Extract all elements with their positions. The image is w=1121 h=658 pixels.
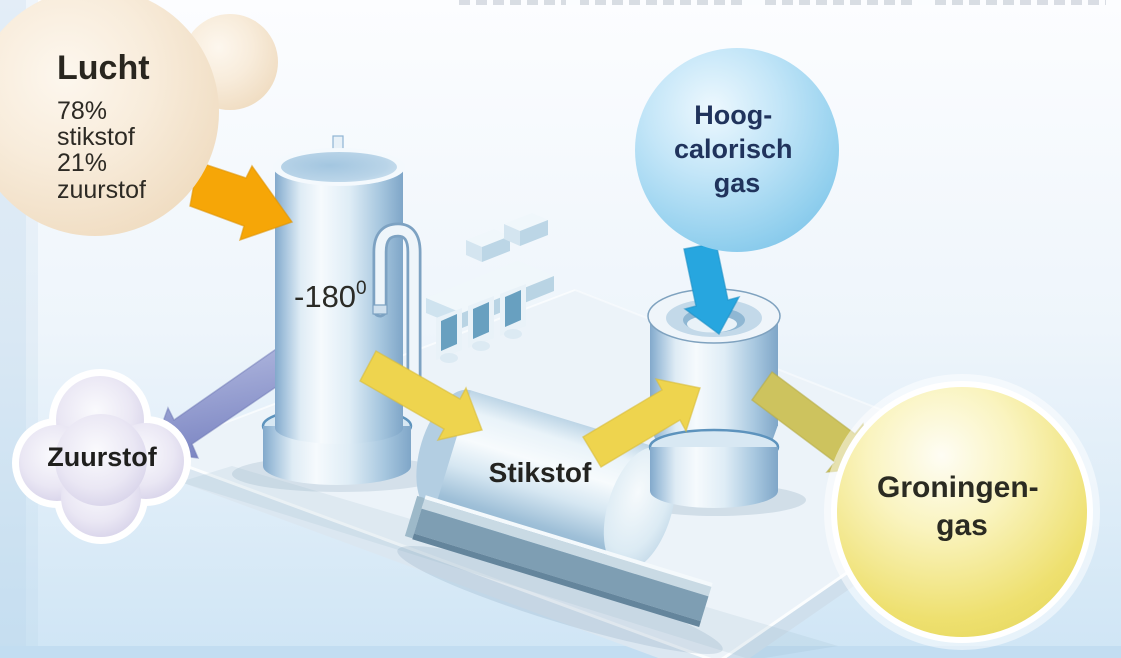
temperature-label: -1800 — [294, 278, 367, 314]
compressor-unit — [426, 213, 554, 363]
air-bubble: Lucht 78% stikstof 21% zuurstof — [0, 0, 278, 236]
groningen-gas-label: Groningen- gas — [877, 471, 1047, 542]
groningen-gas-ball: Groningen- gas — [824, 374, 1100, 650]
nitrogen-tank: Stikstof — [404, 389, 713, 627]
nitrogen-arrow-to-tank — [358, 349, 484, 442]
air-feed-arrow — [189, 161, 294, 242]
high-caloric-gas-ball: Hoog- calorisch gas — [635, 48, 839, 252]
distillation-column: -1800 — [261, 135, 413, 485]
air-bubble-title: Lucht — [57, 49, 150, 87]
high-caloric-arrow — [683, 242, 741, 336]
nitrogen-arrow-to-mixer — [581, 377, 701, 469]
nitrogen-tank-label: Stikstof — [489, 457, 592, 488]
bottom-strip — [0, 646, 1121, 658]
oxygen-cloud: Zuurstof — [12, 369, 191, 544]
cropped-headline-sliver — [458, 0, 1106, 5]
oxygen-cloud-label: Zuurstof — [47, 442, 157, 472]
high-caloric-gas-label: Hoog- calorisch gas — [674, 100, 800, 198]
tank-cradle — [404, 495, 713, 627]
air-bubble-composition: 78% stikstof 21% zuurstof — [57, 97, 146, 204]
